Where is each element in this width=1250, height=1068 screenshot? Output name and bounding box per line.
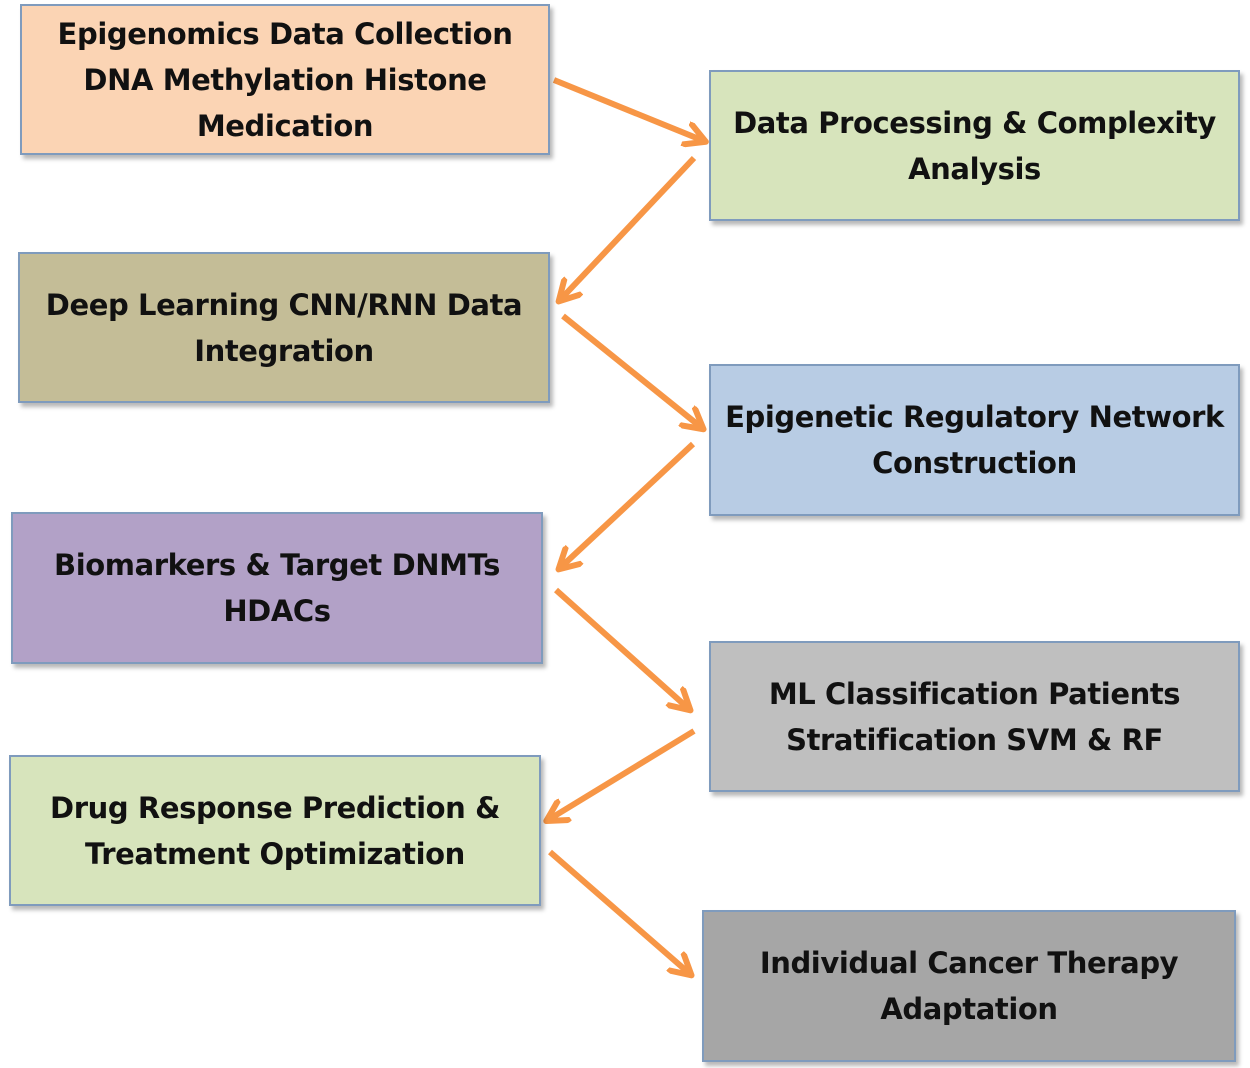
node-label-line: Data Processing & Complexity (733, 105, 1216, 140)
edge-arrow-3 (561, 313, 702, 428)
node-data-processing: Data Processing & Complexity Analysis (709, 70, 1240, 221)
node-biomarkers-targets: Biomarkers & Target DNMTs HDACs (11, 512, 543, 664)
node-drug-response-prediction: Drug Response Prediction & Treatment Opt… (9, 755, 541, 906)
node-individual-therapy: Individual Cancer Therapy Adaptation (702, 910, 1236, 1062)
node-label-line: Individual Cancer Therapy (759, 946, 1179, 980)
node-label-line: Epigenetic Regulatory Network (725, 400, 1224, 434)
node-label-line: Medication (196, 108, 374, 143)
node-label-line: Deep Learning CNN/RNN Data (45, 287, 523, 322)
node-label-line: Biomarkers & Target DNMTs (54, 548, 500, 582)
node-ml-classification: ML Classification Patients Stratificatio… (709, 641, 1240, 792)
node-label-line: DNA Methylation Histone (83, 62, 487, 97)
node-deep-learning-integration: Deep Learning CNN/RNN Data Integration (18, 252, 550, 403)
edge-arrow-2 (560, 155, 697, 300)
node-label-line: Integration (194, 333, 374, 368)
edge-arrow-6 (548, 728, 696, 820)
edge-arrow-7 (548, 849, 690, 974)
edge-arrow-4 (560, 441, 696, 568)
node-label-line: Analysis (908, 151, 1041, 186)
node-label-line: Drug Response Prediction & (50, 790, 500, 825)
node-epigenomics-data-collection: Epigenomics Data Collection DNA Methylat… (20, 4, 550, 155)
node-label-line: Construction (872, 446, 1077, 480)
node-label-line: Treatment Optimization (85, 836, 465, 871)
node-label-line: HDACs (223, 594, 331, 628)
node-regulatory-network: Epigenetic Regulatory Network Constructi… (709, 364, 1240, 516)
edge-arrow-5 (553, 587, 689, 709)
node-label-line: Epigenomics Data Collection (57, 16, 513, 51)
node-label-line: Stratification SVM & RF (786, 722, 1163, 757)
node-label-line: Adaptation (880, 992, 1058, 1026)
edge-arrow-1 (552, 77, 704, 141)
node-label-line: ML Classification Patients (768, 676, 1181, 711)
